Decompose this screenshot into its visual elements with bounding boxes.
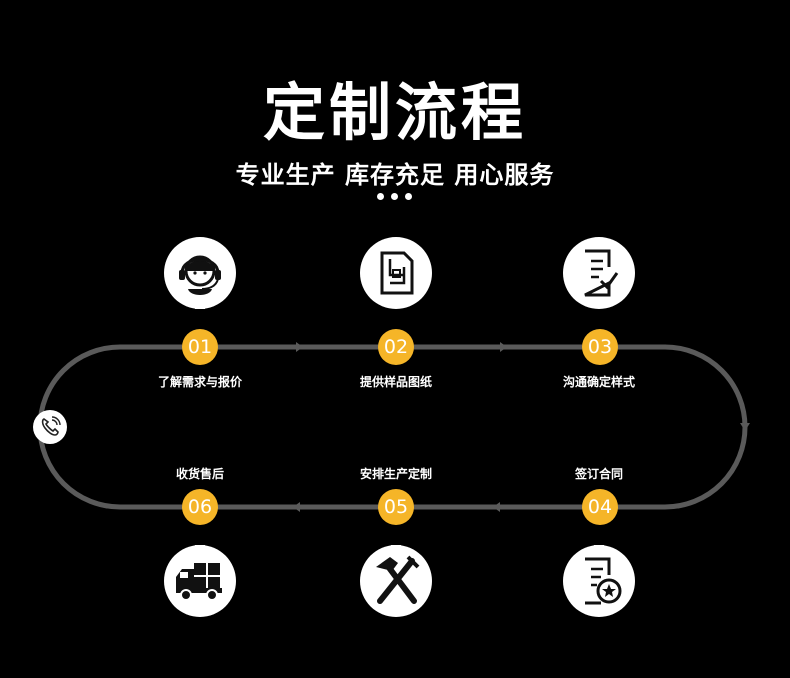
decorative-dots (377, 193, 412, 200)
step-label: 沟通确定样式 (562, 375, 635, 389)
contract-seal-icon (563, 545, 635, 617)
step-label: 安排生产定制 (359, 467, 432, 481)
step-number: 04 (582, 489, 618, 525)
step-number: 03 (582, 329, 618, 365)
phone-icon (33, 410, 67, 444)
blueprint-icon (360, 237, 432, 309)
page-title: 定制流程 (262, 76, 527, 149)
page-subtitle: 专业生产 库存充足 用心服务 (235, 161, 555, 189)
step-label: 了解需求与报价 (157, 375, 242, 389)
headset-person-icon (164, 237, 236, 309)
step-number: 02 (378, 329, 414, 365)
hammer-wrench-icon (360, 545, 432, 617)
step-label: 提供样品图纸 (359, 375, 432, 389)
step-label: 签订合同 (574, 467, 623, 481)
document-check-icon (563, 237, 635, 309)
step-number: 05 (378, 489, 414, 525)
delivery-truck-icon (164, 545, 236, 617)
step-label: 收货售后 (175, 467, 224, 481)
step-number: 01 (182, 329, 218, 365)
step-number: 06 (182, 489, 218, 525)
